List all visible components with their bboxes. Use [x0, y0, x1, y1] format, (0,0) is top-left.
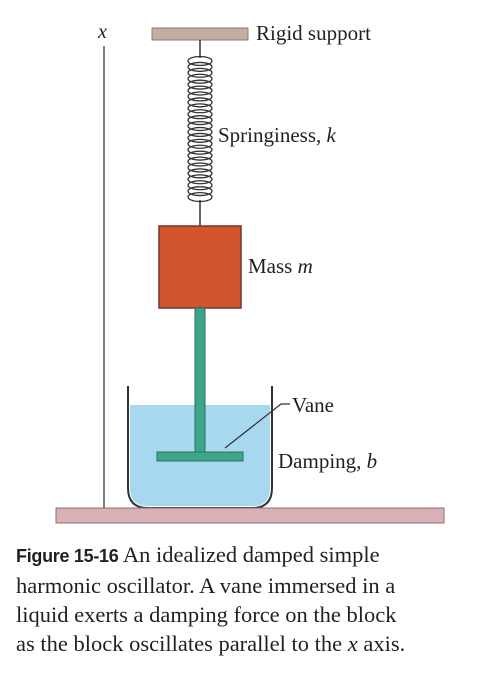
caption-line-3: liquid exerts a damping force on the blo…	[16, 602, 397, 627]
spring-coil	[187, 97, 213, 108]
spring-coil	[187, 174, 213, 185]
spring-coil	[187, 150, 213, 161]
spring-coil	[187, 79, 213, 90]
figure-caption: Figure 15-16 An idealized damped simple …	[16, 540, 478, 658]
spring-coil	[187, 85, 213, 96]
spring-coil	[187, 180, 213, 191]
spring-coil	[187, 120, 213, 132]
spring-coils	[187, 55, 213, 203]
spring-coil	[187, 103, 213, 114]
caption-line-1: Figure 15-16 An idealized damped simple	[16, 542, 380, 567]
damping-label: Damping, b	[278, 449, 377, 473]
spring-coil	[187, 132, 213, 143]
spring-coil	[187, 55, 213, 67]
spring-coil	[187, 186, 213, 197]
mass-label: Mass m	[248, 254, 313, 278]
spring-coil	[187, 126, 213, 138]
spring-coil	[187, 61, 213, 72]
x-axis-label: x	[97, 21, 107, 43]
spring-coil	[187, 138, 213, 149]
mass-block	[158, 225, 242, 309]
springiness-label: Springiness, k	[218, 123, 337, 147]
rigid-support	[151, 27, 249, 41]
spring-coil	[187, 162, 213, 173]
vane-rod	[194, 307, 206, 455]
spring-coil	[187, 109, 213, 120]
spring-coil	[187, 168, 213, 179]
figure-number: Figure 15-16	[16, 546, 119, 566]
vane-label: Vane	[292, 393, 334, 417]
spring-coil	[187, 156, 213, 167]
damped-oscillator-diagram: x Rigid support Springiness, k Mass m Va…	[55, 21, 445, 524]
spring-coil	[187, 144, 213, 155]
spring-coil	[187, 73, 213, 84]
floor	[55, 507, 445, 524]
spring-coil	[187, 91, 213, 102]
caption-axis-word: x	[347, 631, 358, 656]
caption-line-2: harmonic oscillator. A vane immersed in …	[16, 573, 396, 598]
spring-coil	[187, 67, 213, 78]
vane-leader-line	[224, 403, 290, 449]
caption-line-4: as the block oscillates parallel to the …	[16, 631, 406, 656]
spring-coil	[187, 115, 213, 126]
rigid-support-label: Rigid support	[256, 21, 371, 45]
vane-plate	[156, 451, 244, 462]
